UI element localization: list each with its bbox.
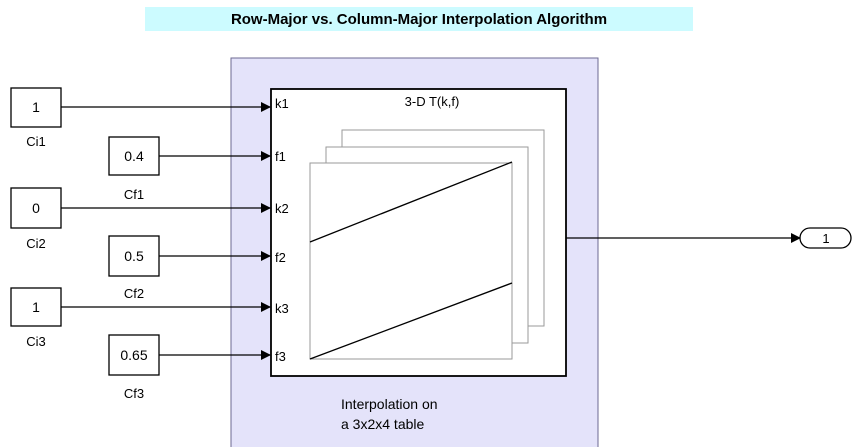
constant-value-ci2: 0 (32, 200, 40, 216)
constant-label-cf2: Cf2 (124, 286, 144, 301)
constant-block-cf1[interactable] (108, 136, 160, 176)
area-annotation-line1: Interpolation on (341, 396, 438, 412)
constant-block-cf3[interactable] (108, 334, 160, 376)
port-label-k1: k1 (275, 96, 289, 111)
constant-label-cf3: Cf3 (124, 386, 144, 401)
port-label-f1: f1 (275, 149, 286, 164)
port-label-k2: k2 (275, 201, 289, 216)
port-label-k3: k3 (275, 301, 289, 316)
constant-value-cf2: 0.5 (124, 248, 144, 264)
constant-label-ci3: Ci3 (26, 334, 46, 349)
lookup-table-title: 3-D T(k,f) (405, 94, 460, 109)
constant-block-cf2[interactable] (108, 235, 160, 277)
diagram-title: Row-Major vs. Column-Major Interpolation… (231, 11, 607, 28)
constant-block-ci2[interactable] (10, 187, 62, 229)
table-pages-icon (309, 129, 545, 360)
title-highlight (145, 7, 693, 31)
outport-block[interactable] (799, 227, 852, 249)
constant-label-ci2: Ci2 (26, 236, 46, 251)
constant-value-cf1: 0.4 (124, 148, 144, 164)
constant-value-cf3: 0.65 (120, 347, 147, 363)
constant-label-cf1: Cf1 (124, 187, 144, 202)
port-label-f2: f2 (275, 250, 286, 265)
constant-value-ci3: 1 (32, 299, 40, 315)
constant-label-ci1: Ci1 (26, 134, 46, 149)
port-label-f3: f3 (275, 349, 286, 364)
outport-label: 1 (822, 231, 829, 246)
area-annotation-line2: a 3x2x4 table (341, 416, 424, 432)
constant-value-ci1: 1 (32, 99, 40, 115)
constant-block-ci1[interactable] (10, 87, 62, 128)
